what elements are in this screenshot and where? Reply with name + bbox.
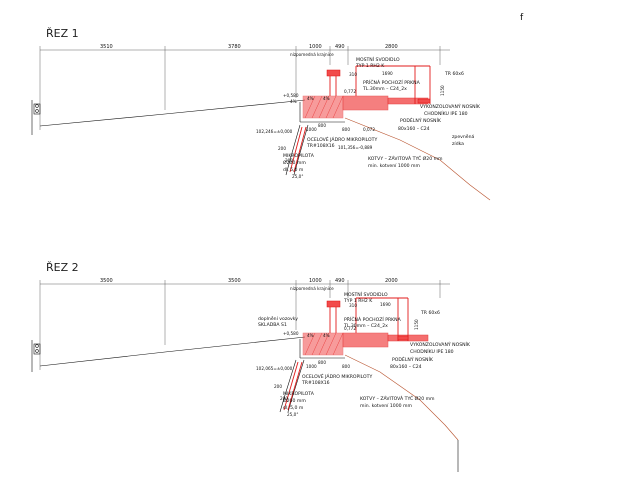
section-2-level-top: +0,580 <box>283 331 299 336</box>
section-1-anchor-2: min. kotvení 1000 mm <box>368 162 421 169</box>
section-2-sdim-800b: 800 <box>342 364 350 369</box>
section-2-road-surface <box>39 336 306 367</box>
section-2-cross-beam-2: TL.30mm – C24_2x <box>343 323 388 329</box>
section-2-cantilever-2: CHODNÍKU IPE 180 <box>410 348 454 355</box>
section-1-dim-3: 1000 <box>309 44 322 50</box>
section-2-parapet-label: nízpomedná krajnice <box>290 286 334 291</box>
section-1-ground-2: zídka <box>452 140 464 147</box>
section-1-sdim-200b: 200 <box>285 158 293 163</box>
section-2-bridge-block-1: MOSTNÍ SVODIDLO <box>344 291 388 298</box>
section-1-bridge-structure <box>299 65 431 123</box>
section-1-level-top: +0,580 <box>283 93 299 98</box>
section-2-sdim-1690: 1690 <box>380 302 391 307</box>
section-1-sdim-800a: 800 <box>318 123 326 128</box>
section-1-angle: 25,0° <box>292 174 303 179</box>
section-1: ŘEZ 1 3510 3780 1000 490 2800 nízpomedná… <box>31 27 491 201</box>
section-1-long-beam-2: 80x160 – C24 <box>398 126 430 132</box>
section-1-sdim-200a: 200 <box>278 146 286 151</box>
section-1-title: ŘEZ 1 <box>46 27 79 40</box>
section-1-ground-1: zpevněná <box>452 133 475 140</box>
section-2-sdim-1150: 1150 <box>414 319 419 330</box>
section-1-bridge-block-2: TYP 1 RH2 K <box>355 63 385 69</box>
section-2-dim-4: 490 <box>335 278 345 284</box>
section-2-sdim-1000: 1000 <box>306 364 317 369</box>
section-2-extra-1: doplnění vozovky <box>258 315 298 322</box>
section-2-sdim-200a: 200 <box>274 384 282 389</box>
section-1-cross-beam-1: PŘÍČNÁ POCHOZÍ PRKNA <box>363 78 421 86</box>
section-1-slope-3: 4% <box>290 99 297 104</box>
section-2-cantilever-1: VYKONZOLOVANÝ NOSNÍK <box>410 341 471 348</box>
section-1-annotations: MOSTNÍ SVODIDLO TYP 1 RH2 K PŘÍČNÁ POCHO… <box>283 56 481 173</box>
section-1-sdim-0072: 0,072 <box>363 127 375 132</box>
section-1-micropile-1: MIKROPILOTA <box>283 153 315 159</box>
section-2-angle: 25,0° <box>287 412 298 417</box>
section-1-steel-core-2: TR#108X16 <box>306 143 335 149</box>
section-2-annotations: doplnění vozovky SKLADBA S1 MOSTNÍ SVODI… <box>258 291 471 411</box>
section-2-extra-2: SKLADBA S1 <box>258 322 287 328</box>
section-1-guardrail-post <box>31 100 41 135</box>
section-2-anchor-1: KOTVY – ZÁVITOVÁ TYČ Ø20 mm <box>360 395 435 402</box>
section-1-slope-2: 4% <box>323 96 330 101</box>
section-1-tr: TR 60x6 <box>444 71 464 77</box>
corner-mark: f <box>520 13 524 23</box>
section-1-micropiles <box>285 117 491 201</box>
section-1-level-bottom: 101,356=-0,889 <box>338 145 373 150</box>
section-1-long-beam-1: PODÉLNÝ NOSNÍK <box>400 116 442 124</box>
section-2-sdim-310: 310 <box>349 303 357 308</box>
section-1-cross-beam-2: TL.30mm – C24_2x <box>362 86 407 92</box>
section-1-cantilever-1: VYKONZOLOVANÝ NOSNÍK <box>420 103 481 110</box>
section-2-anchor-2: min. kotvení 1000 mm <box>360 402 413 409</box>
section-1-sdim-800b: 800 <box>342 127 350 132</box>
section-1-sdim-1690: 1690 <box>382 71 393 76</box>
section-2-bridge-block-2: TYP 1 RH2 K <box>343 298 373 304</box>
section-1-steel-core-1: OCELOVÉ JÁDRO MIKROPILOTY <box>307 135 377 143</box>
section-2-micropile-1: MIKROPILOTA <box>283 391 315 397</box>
section-2-slope-1: 4% <box>307 333 314 338</box>
section-2-sdim-800a: 800 <box>318 360 326 365</box>
section-2-dim-5: 2000 <box>385 278 398 284</box>
section-2: ŘEZ 2 3500 3500 1000 490 2000 nízpomedná… <box>31 261 471 472</box>
section-1-sdim-1150: 1150 <box>440 85 445 96</box>
section-1-slope-1: 4% <box>307 96 314 101</box>
section-2-cross-beam-1: PŘÍČNÁ POCHOZÍ PRKNA <box>344 315 402 323</box>
section-2-dimension-chain: 3500 3500 1000 490 2000 <box>39 278 450 370</box>
section-2-steel-core-1: OCELOVÉ JÁDRO MIKROPILOTY <box>302 372 372 380</box>
section-1-level-main: 102,246=±0,000 <box>256 129 293 134</box>
section-1-road-surface <box>39 99 306 127</box>
section-2-level-main: 102,065=±0,000 <box>256 366 293 371</box>
section-1-parapet-label: nízpomedná krajnice <box>290 52 334 57</box>
section-1-cantilever-2: CHODNÍKU IPE 180 <box>424 110 468 117</box>
section-1-micropile-2: Ø200 mm <box>283 159 306 166</box>
section-2-slope-2: 4% <box>323 333 330 338</box>
section-2-tr: TR 60x6 <box>420 310 440 316</box>
section-2-long-beam-1: PODÉLNÝ NOSNÍK <box>392 355 434 363</box>
section-1-dim-1: 3510 <box>100 44 113 50</box>
section-1-sdim-0772: 0,772 <box>344 89 356 94</box>
section-1-dim-5: 2800 <box>385 44 398 50</box>
section-2-dim-1: 3500 <box>100 278 113 284</box>
section-1-dim-4: 490 <box>335 44 345 50</box>
section-2-long-beam-2: 80x160 – C24 <box>390 364 422 370</box>
section-1-sdim-1000: 1000 <box>306 127 317 132</box>
section-2-title: ŘEZ 2 <box>46 261 79 274</box>
section-2-micropiles <box>279 354 459 472</box>
section-2-dim-3: 1000 <box>309 278 322 284</box>
section-2-sdim-200b: 200 <box>280 396 288 401</box>
section-1-dim-2: 3780 <box>228 44 241 50</box>
section-1-anchor-1: KOTVY – ZÁVITOVÁ TYČ Ø20 mm <box>368 155 443 162</box>
section-2-steel-core-2: TR#108X16 <box>301 380 330 386</box>
section-1-micropile-3: dl. 5,0 m <box>283 167 304 173</box>
section-2-micropile-2: Ø200 mm <box>283 397 306 404</box>
section-2-guardrail-post <box>31 340 41 372</box>
section-1-sdim-310: 310 <box>349 72 357 77</box>
section-2-dim-2: 3500 <box>228 278 241 284</box>
section-2-bridge-structure <box>299 297 429 359</box>
section-2-sdim-0772: 0,772 <box>344 326 356 331</box>
section-1-dimension-chain: 3510 3780 1000 490 2800 <box>39 44 450 130</box>
section-1-bridge-block-1: MOSTNÍ SVODIDLO <box>356 56 400 63</box>
section-2-micropile-3: dl. 5,0 m <box>283 405 304 411</box>
